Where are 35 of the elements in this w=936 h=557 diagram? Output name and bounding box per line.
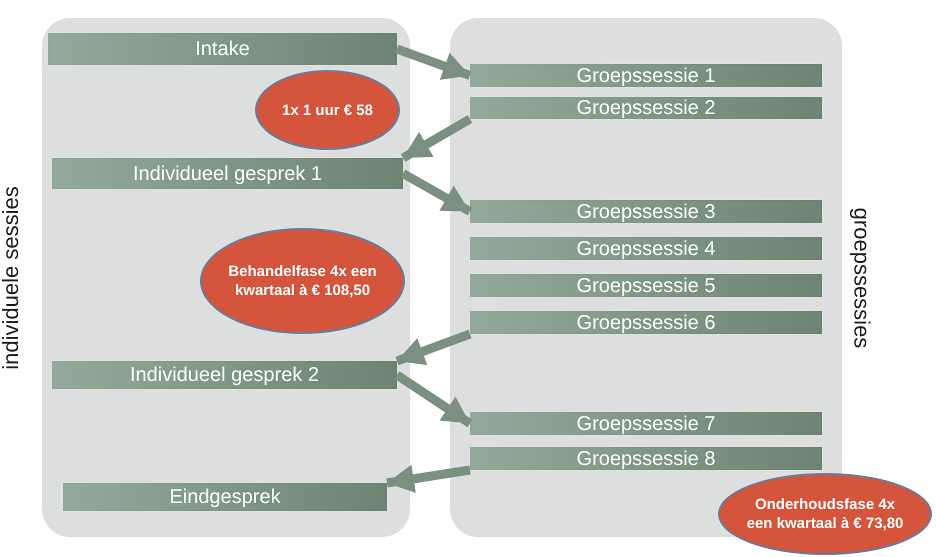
price-text: 1x 1 uur € 58 [282, 100, 373, 120]
panel-heading: individuele sessies [0, 186, 22, 370]
session-bar [470, 200, 822, 223]
session-label: Groepssessie 6 [576, 312, 716, 332]
session-label: Intake [195, 39, 250, 59]
session-label: Groepssessie 8 [576, 448, 716, 468]
session-label: Groepssessie 5 [576, 276, 716, 296]
arrow [395, 44, 472, 80]
arrow [395, 330, 472, 366]
session-bar [470, 64, 822, 87]
session-label: Groepssessie 4 [576, 238, 716, 258]
arrow [400, 170, 472, 216]
session-bar [52, 361, 397, 389]
session-bar [470, 412, 822, 435]
session-bar [470, 447, 822, 470]
arrow [386, 464, 471, 494]
price-text: Onderhoudsfase 4x een kwartaal à € 73,80 [746, 495, 904, 533]
session-label: Groepssessie 7 [576, 414, 716, 434]
session-label: Eindgesprek [169, 487, 281, 507]
arrow [394, 371, 472, 428]
session-label: Individueel gesprek 2 [130, 365, 319, 385]
session-bar [470, 237, 822, 260]
price-text: Behandelfase 4x een kwartaal à € 108,50 [227, 262, 378, 300]
session-label: Groepssessie 2 [576, 98, 716, 118]
panel-heading: groepssessies [851, 207, 873, 348]
session-label: Groepssessie 3 [576, 202, 716, 222]
session-label: Groepssessie 1 [576, 66, 716, 86]
session-bar [470, 311, 822, 334]
session-bar [470, 274, 822, 297]
session-bar [52, 158, 403, 189]
session-bar [63, 483, 387, 511]
arrow [400, 115, 472, 162]
session-bar [48, 33, 397, 65]
session-bar [470, 97, 822, 119]
session-label: Individueel gesprek 1 [132, 164, 322, 184]
